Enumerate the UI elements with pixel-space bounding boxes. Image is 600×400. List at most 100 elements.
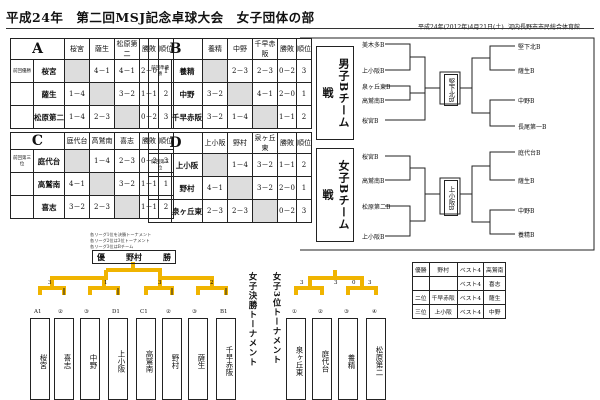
final-seed: A1 (34, 309, 42, 315)
score-cell: 3－2 (202, 105, 228, 129)
win-loss-cell: 1－1 (277, 105, 297, 129)
score-cell (114, 105, 140, 129)
final-seed: C1 (140, 309, 148, 315)
row-tag (148, 105, 172, 129)
score-cell (227, 82, 253, 106)
row-team: 泉ヶ丘東 (171, 199, 203, 223)
girls-right-3: 中野B (518, 208, 535, 215)
score-cell (64, 149, 90, 173)
final-team-box: 千早赤阪 (216, 318, 236, 400)
boys-b-winner: 堅下北B (444, 74, 458, 106)
legend-cell: 千早赤阪 (428, 290, 458, 305)
score-cell: 2－3 (202, 199, 228, 223)
row-tag (10, 82, 34, 106)
girls-b-winner: 上小阪B (444, 180, 458, 216)
final-seed: ③ (84, 309, 89, 315)
legend-cell: ベスト4 (456, 276, 485, 291)
girls-left-4: 上小阪B (362, 234, 385, 241)
legend-cell: 喜志 (483, 276, 507, 291)
note-2: 各リーグ2位は3位トーナメント (90, 238, 150, 243)
score-cell (227, 176, 253, 200)
row-team: 上小阪 (171, 153, 203, 177)
row-team: 桜宮 (33, 59, 65, 83)
note-3: 各リーグ3位はBチーム (90, 244, 134, 249)
final-team-box: 中野 (80, 318, 100, 400)
final-team-box: 野村 (162, 318, 182, 400)
legend-cell: 三位 (412, 304, 430, 319)
event-venue: 河内長野市市民総合体育館 (508, 24, 581, 31)
event-date: 平成24年(2012年)4月21日(土) (418, 24, 504, 31)
final-seed: ② (166, 309, 171, 315)
legend-cell: ベスト4 (456, 262, 485, 277)
score-cell: 2－3 (89, 105, 115, 129)
match-score: 3 (158, 280, 162, 286)
row-tag: 前回優勝 (10, 59, 34, 83)
match-score: 3 (300, 280, 304, 286)
boys-b-label: 男子Bチーム戦 (316, 46, 354, 140)
row-team: 松原第二 (33, 105, 65, 129)
girls-b-label: 女子Bチーム戦 (316, 148, 354, 242)
legend-cell: 野村 (428, 262, 458, 277)
boys-right-4: 長尾第一B (518, 124, 547, 131)
final-seed: ③ (192, 309, 197, 315)
score-cell: 2－3 (252, 59, 278, 83)
third-seed: ② (318, 309, 323, 315)
note-1: 各リーグ1位を決勝トーナメント (90, 232, 152, 237)
legend-cell: 高鷲南 (483, 262, 507, 277)
boys-right-2: 薩生B (518, 68, 535, 75)
boys-left-1: 美木多B (362, 42, 385, 49)
final-team-box: 桜宮 (30, 318, 50, 400)
rank-cell: 2 (296, 105, 312, 129)
final-seed: B1 (220, 309, 228, 315)
girls-right-1: 庭代台B (518, 150, 541, 157)
third-seed: ① (292, 309, 297, 315)
row-team: 千早赤阪 (171, 105, 203, 129)
final-gold-lines (38, 262, 378, 295)
row-tag (148, 199, 172, 223)
third-tournament-title: 女子3位トーナメント (271, 272, 281, 365)
title-rule (6, 28, 594, 29)
score-cell: 2－3 (114, 149, 140, 173)
legend-cell: 上小阪 (428, 304, 458, 319)
page-title: 平成24年 第二回MSJ記念卓球大会 女子団体の部 (6, 10, 315, 25)
champion-team: 野村 (126, 252, 142, 262)
row-team: 高鷲南 (33, 172, 65, 196)
girls-right-4: 養精B (518, 232, 535, 239)
legend-cell: 薩生 (483, 290, 507, 305)
row-tag (148, 176, 172, 200)
third-team-box: 泉ヶ丘東 (286, 318, 306, 400)
champion-box: 優 野村 勝 (92, 250, 176, 264)
girls-left-2: 高鷲南B (362, 178, 385, 185)
boys-right-1: 堅下北B (518, 44, 541, 51)
champion-suffix: 勝 (163, 252, 171, 262)
match-score: 0 (352, 280, 356, 286)
third-team-box: 庭代台 (312, 318, 332, 400)
legend-cell: 優勝 (412, 262, 430, 277)
score-cell: 4－1 (64, 172, 90, 196)
legend-cell (412, 276, 430, 291)
final-team-box: 薩生 (188, 318, 208, 400)
legend-cell: ベスト4 (456, 290, 485, 305)
match-score: 3 (48, 280, 52, 286)
third-seed: ③ (344, 309, 349, 315)
rank-cell: 3 (296, 199, 312, 223)
girls-left-3: 松原第二B (362, 204, 391, 211)
final-seed: D1 (112, 309, 120, 315)
final-seed: ② (58, 309, 63, 315)
champion-label: 優 (97, 252, 105, 262)
final-team-box: 上小阪 (108, 318, 128, 400)
score-cell (252, 199, 278, 223)
score-cell (114, 195, 140, 219)
legend-cell: 中野 (483, 304, 507, 319)
third-seed: ④ (372, 309, 377, 315)
match-score: 3 (368, 280, 372, 286)
